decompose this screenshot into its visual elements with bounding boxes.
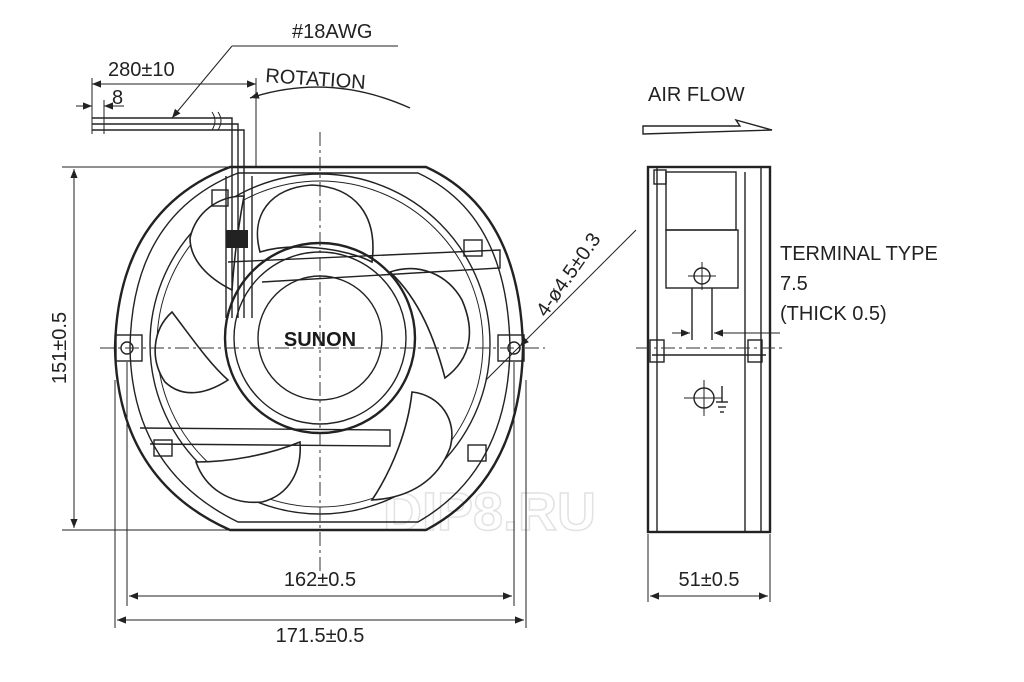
side-frame [646,165,772,534]
fan-blade [194,440,301,504]
height-label: 151±0.5 [49,312,71,384]
mounting-hole-ear [497,334,525,362]
mounting-hole-ear [467,444,487,462]
wire-gauge-leader [171,45,233,119]
depth-label: 51±0.5 [678,569,739,591]
mounting-hole-ear [115,334,143,362]
front-view: SUNON [92,111,545,572]
hole-spec-leader [485,345,521,381]
width-label: 171.5±0.5 [276,625,365,647]
rotation-arrow [249,86,411,109]
fan-blade [370,391,453,501]
rotation-label: ROTATION [265,65,367,94]
terminal-thickness-label: (THICK 0.5) [780,303,887,325]
fan-blade [388,267,471,380]
ground-symbol-icon [684,380,728,416]
strip-length-label: 8 [112,87,123,109]
side-ear [747,339,763,363]
fan-blades [154,184,471,504]
side-view [636,165,786,534]
terminal-block [665,171,737,231]
lead-length-label: 280±10 [108,59,175,81]
lead-wire [92,129,245,318]
air-flow-label: AIR FLOW [648,84,745,106]
hole-spec-label: 4-ø4.5±0.3 [532,229,605,321]
watermark-text: DIP8.RU [383,482,596,542]
wire-gauge-label: #18AWG [292,21,372,43]
lead-wire [92,123,239,318]
strut [139,427,391,447]
lead-wire [92,117,233,318]
fan-frame-inner [129,172,511,523]
side-ear [653,169,667,185]
side-ear [649,339,665,363]
hole-spec-leader [519,229,637,347]
wire-break-mark [211,111,222,131]
terminal-type-label: TERMINAL TYPE [780,243,938,265]
fan-blade [256,184,374,264]
hole-spacing-label: 162±0.5 [284,569,356,591]
mounting-hole-ear [463,239,483,257]
arrow-right-icon [642,118,773,135]
fan-frame-outer [113,165,525,532]
fan-blade [154,310,230,394]
terminal-size-label: 7.5 [780,273,808,295]
wire-clamp [226,230,248,248]
lead-wires [92,111,248,318]
strut [227,249,501,283]
mounting-hole-ear [211,189,229,207]
mounting-hole-ear [153,439,173,457]
